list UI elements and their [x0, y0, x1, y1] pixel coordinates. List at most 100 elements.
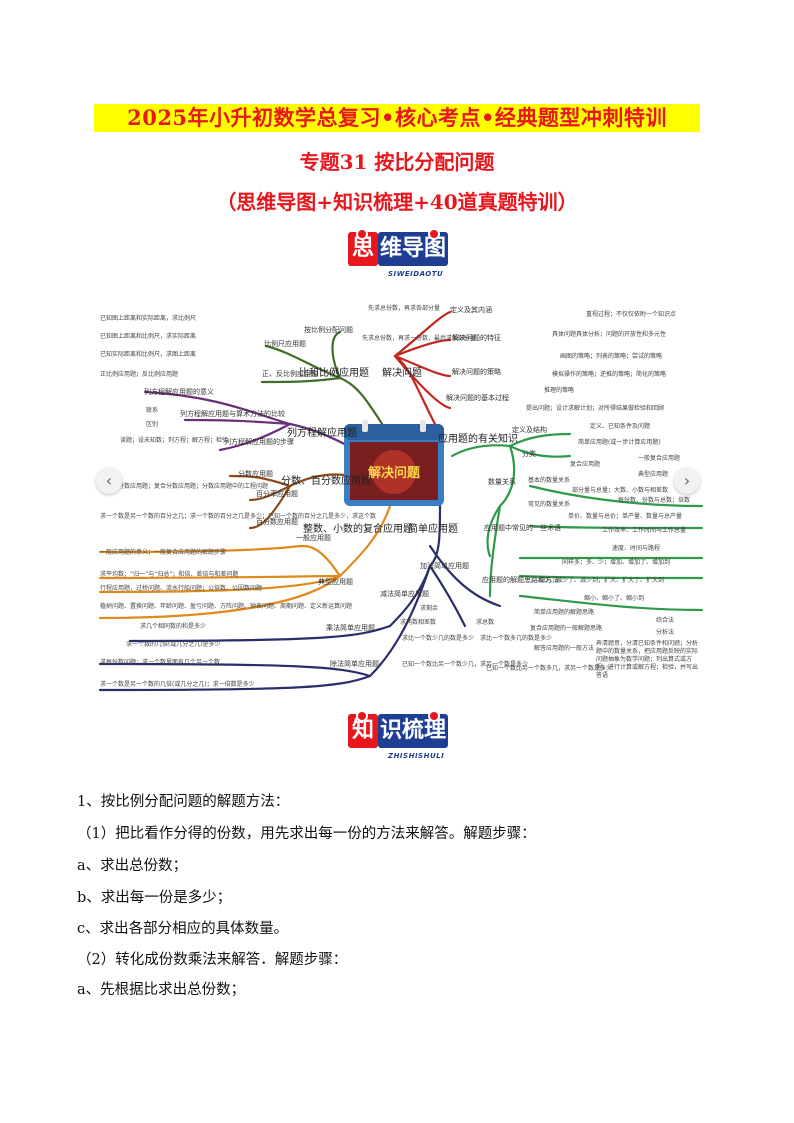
node-jiejue: 解决问题 — [382, 366, 422, 379]
pin-icon — [428, 710, 440, 722]
leaf-text: 行程应用题，过桥问题、流水行船问题；公倍数、公因数问题 — [100, 584, 262, 592]
leaf-text: 求每份数问题；求一个数里面有几个另一个数 — [100, 658, 220, 666]
knowledge-badge: 知 识梳理 ZHISHISHULI — [348, 710, 448, 768]
leaf-text: 求比一个数少几的数是多少 — [402, 634, 474, 642]
leaf-text: 典型应用题 — [638, 470, 668, 478]
leaf-text: 正比例应用题；反比例应用题 — [100, 370, 178, 378]
leaf-text: 简单应用题的解题思路 — [534, 608, 594, 616]
leaf-text: 先求总份数，再求一份数，最后求各部分量 — [362, 334, 476, 342]
branch-line — [428, 504, 442, 568]
branch-line — [528, 484, 704, 508]
branch-line — [128, 624, 392, 643]
leaf-text: 定义、已知条件及问题 — [590, 422, 650, 430]
branch-line — [368, 564, 432, 678]
node-dianxing: 典型应用题 — [318, 577, 353, 586]
branch-line — [393, 338, 452, 358]
node-celue: 解决问题的策略 — [452, 367, 501, 376]
node-dingyi-jiegou: 定义及结构 — [512, 425, 547, 434]
branch-line — [393, 354, 438, 428]
leaf-text: 求几个相同数的和是多少 — [140, 622, 206, 630]
leaf-text: 已知一个数比另一个数少几，求另一个数是多少 — [402, 660, 528, 668]
leaf-text: 先求总份数，再求各部分量 — [368, 304, 440, 312]
badge-part-2: 识梳理 — [378, 714, 448, 748]
leaf-text: 求总数 — [476, 618, 494, 626]
pin-icon — [356, 228, 368, 240]
node-bili: 比和比例应用题 — [299, 366, 369, 379]
paragraph-line: （1）把比看作分得的份数，用先求出每一份的方法来解答。解题步骤： — [77, 826, 536, 842]
node-fenshu: 分数、百分数应用题 — [281, 474, 371, 487]
leaf-text: 联系 — [146, 406, 158, 414]
branch-line — [338, 504, 392, 578]
node-fenlei: 分类 — [522, 449, 536, 458]
leaf-text: 模拟操作的策略；逆推的策略；简化的策略 — [552, 370, 666, 378]
branch-line — [98, 674, 372, 692]
leaf-text: 求一个数是另一个数的百分之几；求一个数的百分之几是多少；已知一个数的百分之几是多… — [100, 512, 376, 520]
calendar-icon — [344, 420, 444, 506]
node-baifenshu: 百分数应用题 — [256, 517, 298, 526]
leaf-text: 已知一个数比另一个数多几，求另一个数是多少 — [486, 664, 612, 672]
paragraph-line: （2）转化成份数乘法来解答．解题步骤： — [77, 952, 348, 968]
paragraph-line: a、先根据比求出总份数； — [77, 982, 246, 998]
branch-line — [98, 662, 372, 678]
branch-line — [98, 544, 302, 554]
leaf-text: 工作效率、工作时间与工作总量 — [602, 526, 686, 534]
leaf-text: 一般应用题的意义；一般复合应用题的解题步骤 — [100, 548, 226, 556]
leaf-text: 植树问题、置换问题、年龄问题、盈亏问题、方阵问题、钟表问题、周期问题、定义新运算… — [100, 602, 352, 610]
node-fenpei: 按比例分配问题 — [304, 325, 353, 334]
paragraph-line: b、求出每一份是多少； — [77, 890, 232, 906]
node-jiandan: 简单应用题 — [408, 522, 458, 535]
branch-line — [393, 354, 452, 410]
leaf-paragraph: 弄清题意，分清已知条件和问题；分析题中的数量关系，把应用题反映的实际问题抽象为数… — [596, 640, 698, 679]
node-buzhou: 列方程解应用题的步骤 — [224, 437, 294, 446]
paragraph-line: a、求出总份数； — [77, 858, 188, 874]
node-chufa: 除法简单应用题 — [330, 659, 379, 668]
leaf-text: 简单应用题(或一步计算应用题) — [578, 438, 661, 446]
leaf-text: 已知图上距离和比例尺，求实际距离 — [100, 332, 196, 340]
leaf-text: 每份数、份数与总数；倍数 — [618, 496, 690, 504]
node-bijiao: 列方程解应用题与算术方法的比较 — [180, 409, 285, 418]
center-node: 解决问题 — [367, 465, 421, 481]
leaf-text: 区别 — [146, 420, 158, 428]
leaf-text: 画图的策略；列表的策略；尝试的策略 — [560, 352, 662, 360]
node-chengfa: 乘法简单应用题 — [326, 623, 375, 632]
pin-icon — [356, 710, 368, 722]
node-jianfa: 减法简单应用题 — [380, 589, 429, 598]
leaf-text: 分析法 — [656, 628, 674, 636]
branch-line — [428, 544, 502, 608]
paragraph-line: c、求出各部分相应的具体数量。 — [77, 921, 289, 937]
node-yiban: 一般应用题 — [296, 533, 331, 542]
branch-line — [488, 504, 502, 598]
leaf-text: 推理的策略 — [544, 386, 574, 394]
leaf-text: 已知实际距离和比例尺，求图上距离 — [100, 350, 196, 358]
node-chi: 比例尺应用题 — [264, 339, 306, 348]
branch-line — [331, 330, 342, 380]
badge-subtitle: ZHISHISHULI — [388, 752, 445, 760]
topic-title: 专题31 按比分配问题 — [299, 150, 495, 174]
node-shuliang: 数量关系 — [488, 477, 516, 486]
mind-map: 解决问题 解决问题 比和比例应用题 列方程解应用题 分数、百分数应用题 整数、小… — [90, 296, 704, 696]
branch-line — [518, 574, 704, 580]
branch-line — [428, 564, 467, 628]
carousel-prev-button[interactable]: ‹ — [96, 468, 122, 494]
node-zhishi: 应用题的有关知识 — [438, 432, 518, 445]
branch-line — [228, 474, 292, 488]
node-zhengshu: 整数、小数的复合应用题 — [303, 522, 413, 535]
badge-part-1: 知 — [348, 714, 378, 748]
topic-subtitle: （思维导图+知识梳理+40道真题特训） — [216, 190, 578, 214]
node-baifenlv: 百分率应用题 — [256, 489, 298, 498]
leaf-text: 缩小、缩小了、缩小到 — [584, 594, 644, 602]
badge-part-2: 维导图 — [378, 232, 448, 266]
mind-map-canvas: 解决问题 解决问题 比和比例应用题 列方程解应用题 分数、百分数应用题 整数、小… — [98, 304, 704, 692]
leaf-text: 常见的数量关系 — [528, 500, 570, 508]
leaf-text: 求一个数是另一个数的几倍(或几分之几)；求一倍数是多少 — [100, 680, 255, 688]
branch-line — [143, 390, 292, 426]
branch-line — [298, 544, 342, 578]
leaf-text: 解答应用题的一般方法 — [534, 644, 594, 652]
leaf-text: 复合应用题 — [570, 460, 600, 468]
carousel-next-button[interactable]: › — [674, 468, 700, 494]
pin-icon — [428, 228, 440, 240]
node-yiyi: 列方程解应用题的意义 — [144, 387, 214, 396]
node-silu: 应用题的解题思路和方法 — [482, 575, 559, 584]
node-fangcheng: 列方程解应用题 — [287, 426, 357, 439]
leaf-text: 读题；设未知数；列方程；解方程；检验 — [120, 436, 228, 444]
